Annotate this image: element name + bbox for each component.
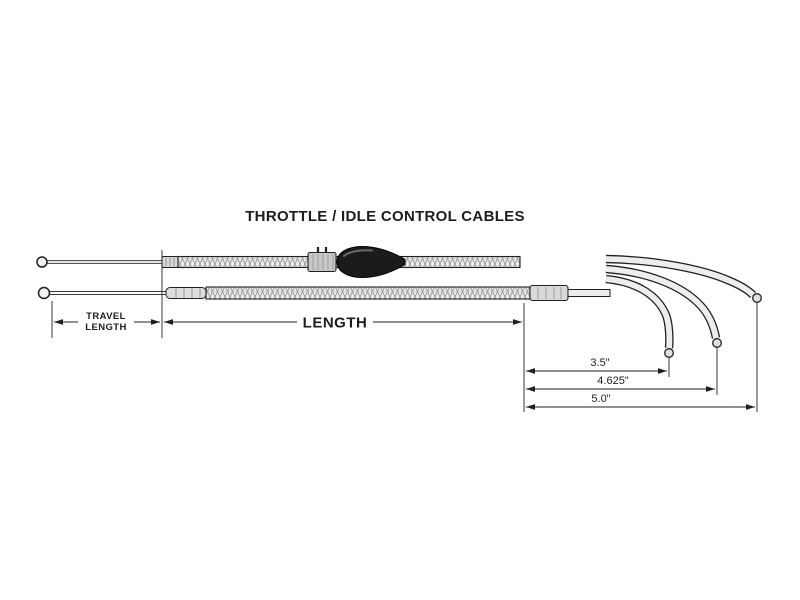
top-cable-inner-wire [47,260,164,264]
bottom-cable [37,284,611,302]
end-tube-short-fill [605,276,673,349]
top-cable-ferrule-knurling [165,257,175,267]
end-cap-short-icon [664,348,674,358]
bottom-cable-braided-housing [205,286,531,300]
travel-length-label-line2: LENGTH [85,322,126,333]
travel-length-label-line1: TRAVEL [86,311,126,322]
travel-label-backing [78,308,134,335]
end-cap-mid-icon [712,338,722,348]
cable-end-options [605,254,762,358]
adjuster-rubber-boot [336,245,406,279]
end-tube-mid-fill [605,266,719,339]
boot-highlight [343,249,373,257]
bottom-cable-barrel-end-icon [37,286,51,300]
end-fitting-knurling [537,287,562,299]
extension-lines [51,250,758,412]
dim-label-mid: 4.625" [597,375,629,387]
bottom-cable-tube [567,289,611,297]
dim-label-short: 3.5" [590,357,609,369]
top-cable [36,245,521,279]
bottom-cable-inner-wire [50,291,168,295]
end-cap-long-icon [752,293,762,303]
adjuster-nut [307,251,337,273]
dimension-lines [54,319,755,410]
end-tube-long-fill [605,256,756,298]
dim-label-long: 5.0" [591,393,610,405]
length-label: LENGTH [303,315,368,332]
length-label-backing [297,311,373,333]
diagram-title: THROTTLE / IDLE CONTROL CABLES [245,208,525,225]
adjuster-nut-knurling [312,254,334,270]
bottom-cable-ferrule-knurling [175,288,201,298]
bottom-cable-end-fitting [529,284,569,302]
top-cable-barrel-end-icon [36,256,48,268]
